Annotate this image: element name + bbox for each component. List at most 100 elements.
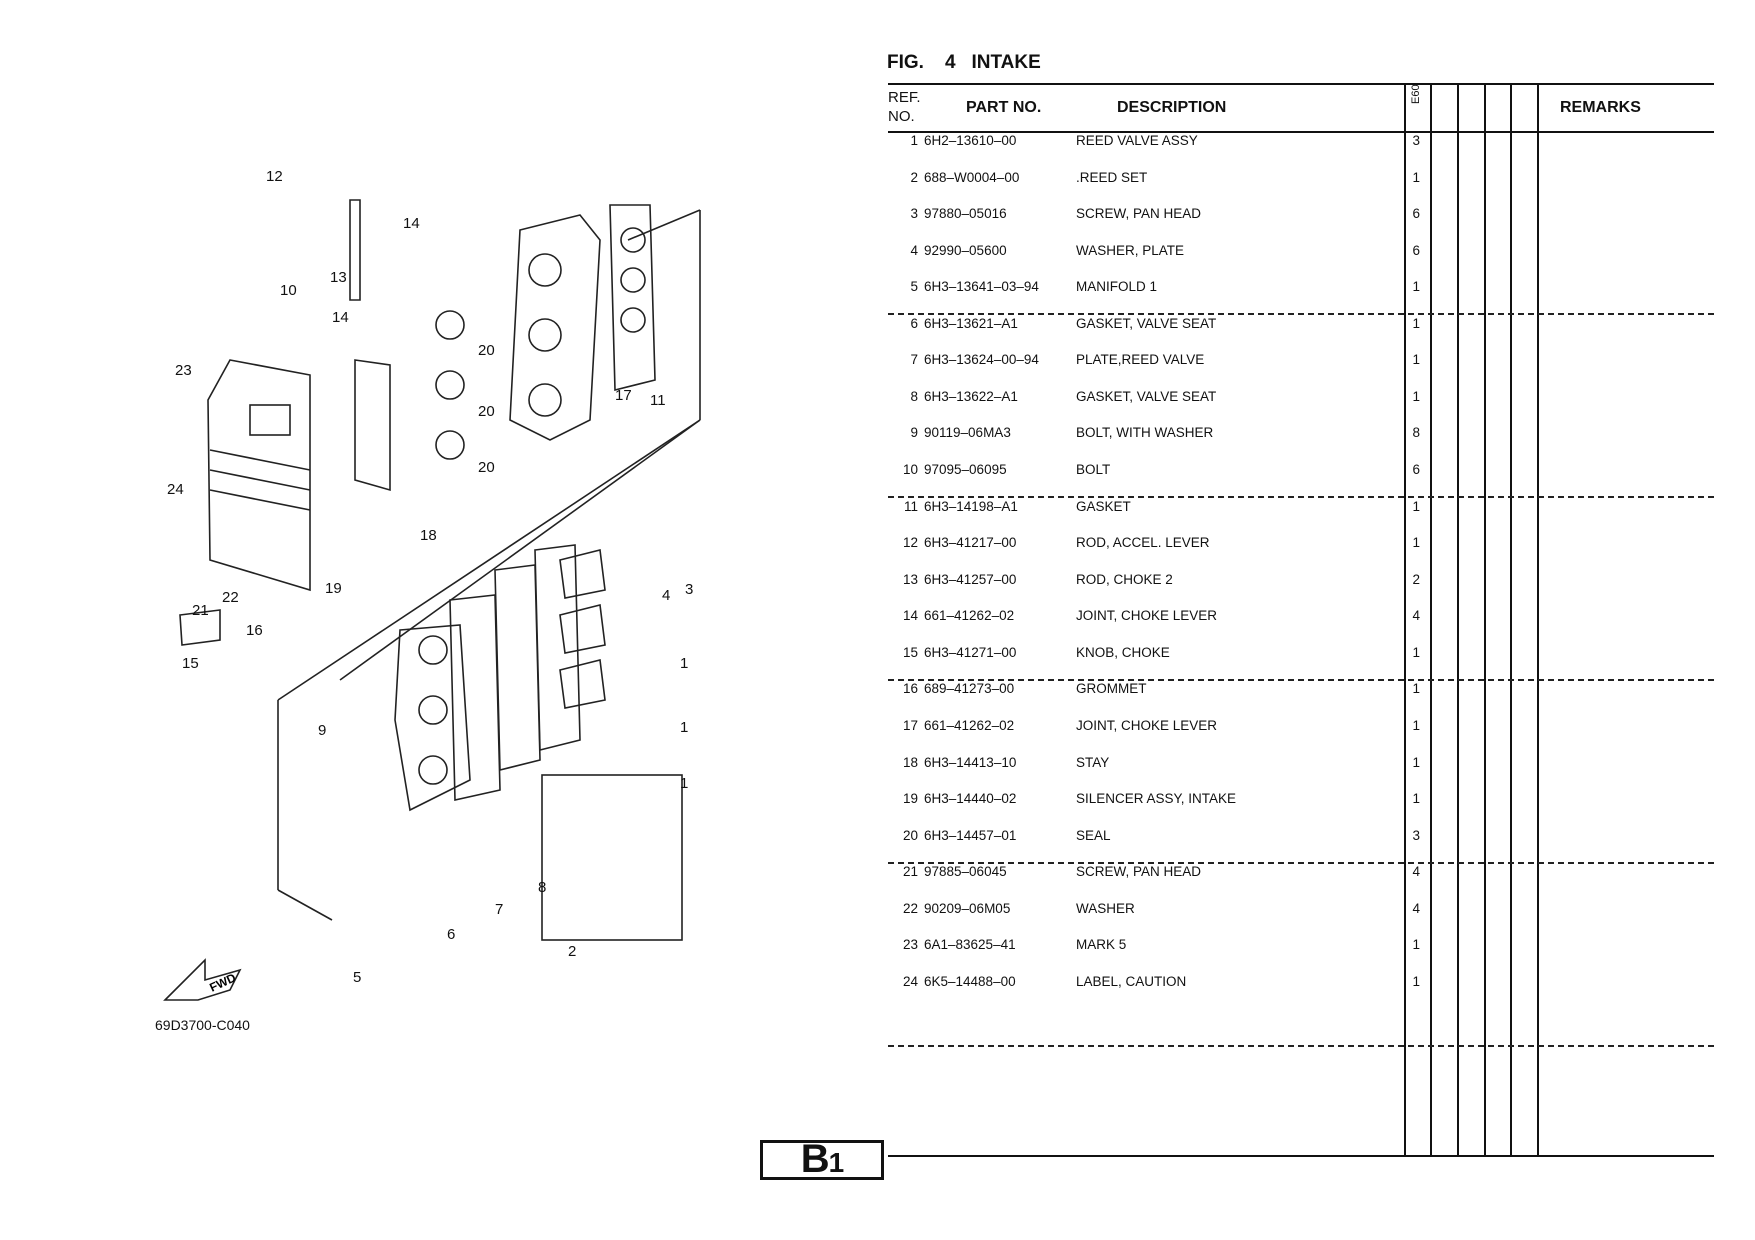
header-top-rule [888, 83, 1714, 85]
row-description: PLATE,REED VALVE [1076, 352, 1205, 367]
row-description: SEAL [1076, 828, 1111, 843]
header-description: DESCRIPTION [1117, 99, 1227, 116]
group-separator [888, 1045, 1714, 1047]
row-part-no: 6K5–14488–00 [924, 974, 1016, 989]
row-qty: 1 [1412, 645, 1420, 660]
callout: 2 [568, 943, 576, 960]
row-ref: 2 [910, 170, 918, 185]
row-part-no: 6H3–14413–10 [924, 755, 1017, 770]
row-qty: 4 [1412, 864, 1420, 879]
row-ref: 5 [910, 279, 918, 294]
row-part-no: 92990–05600 [924, 243, 1007, 258]
column-divider [1457, 83, 1459, 1155]
row-ref: 13 [902, 572, 918, 587]
row-ref: 20 [902, 828, 918, 843]
row-part-no: 6A1–83625–41 [924, 937, 1016, 952]
row-qty: 3 [1412, 133, 1420, 148]
header-remarks: REMARKS [1560, 99, 1641, 116]
row-ref: 11 [903, 499, 918, 514]
row-description: BOLT, WITH WASHER [1076, 425, 1214, 440]
callout: 8 [538, 879, 546, 896]
row-qty: 6 [1412, 243, 1420, 258]
row-part-no: 6H3–41257–00 [924, 572, 1017, 587]
callout: 18 [420, 527, 437, 544]
header-part-no: PART NO. [966, 99, 1042, 116]
row-qty: 1 [1412, 170, 1420, 185]
diagram-code: 69D3700-C040 [155, 1017, 250, 1033]
figure-title: FIG. 4 INTAKE [887, 52, 1041, 73]
row-qty: 6 [1412, 206, 1420, 221]
row-qty: 8 [1412, 425, 1420, 440]
row-ref: 1 [910, 133, 918, 148]
silencer-drawing [207, 199, 391, 592]
row-ref: 22 [902, 901, 918, 916]
row-part-no: 6H3–13641–03–94 [924, 279, 1039, 294]
row-description: MARK 5 [1076, 937, 1127, 952]
group-separator [888, 862, 1714, 864]
row-part-no: 688–W0004–00 [924, 170, 1020, 185]
row-ref: 23 [902, 937, 918, 952]
row-description: GASKET, VALVE SEAT [1076, 389, 1217, 404]
row-qty: 1 [1412, 755, 1420, 770]
row-ref: 9 [910, 425, 918, 440]
row-qty: 1 [1412, 352, 1420, 367]
header-model: E60 [1410, 84, 1422, 104]
row-description: GROMMET [1076, 681, 1147, 696]
row-description: SCREW, PAN HEAD [1076, 864, 1202, 879]
callout: 20 [478, 342, 495, 359]
row-qty: 1 [1412, 681, 1420, 696]
row-qty: 1 [1412, 535, 1420, 550]
row-qty: 1 [1412, 974, 1420, 989]
row-ref: 7 [910, 352, 918, 367]
callout: 24 [167, 481, 184, 498]
callout: 17 [615, 387, 632, 404]
row-qty: 3 [1412, 828, 1420, 843]
row-part-no: 90119–06MA3 [924, 425, 1011, 440]
row-part-no: 6H3–13621–A1 [924, 316, 1018, 331]
callout: 1 [680, 719, 688, 736]
column-divider [1404, 83, 1406, 1155]
callout-labels: 1 1 1 2 3 4 5 6 7 8 9 10 11 12 13 14 14 … [167, 168, 693, 986]
page-tab-letter: B [800, 1137, 830, 1181]
callout: 14 [332, 309, 349, 326]
row-description: .REED SET [1076, 170, 1148, 185]
gasket-drawing [179, 544, 683, 941]
row-qty: 4 [1412, 901, 1420, 916]
row-description: BOLT [1076, 462, 1111, 477]
row-part-no: 6H2–13610–00 [924, 133, 1017, 148]
row-ref: 12 [902, 535, 918, 550]
header-no: NO. [888, 108, 915, 125]
column-divider [1537, 83, 1539, 1155]
row-description: ROD, ACCEL. LEVER [1076, 535, 1210, 550]
row-description: GASKET, VALVE SEAT [1076, 316, 1217, 331]
group-separator [888, 313, 1714, 315]
row-part-no: 6H3–13622–A1 [924, 389, 1018, 404]
row-part-no: 97880–05016 [924, 206, 1007, 221]
row-ref: 24 [902, 974, 918, 989]
row-part-no: 6H3–13624–00–94 [924, 352, 1039, 367]
column-divider [1484, 83, 1486, 1155]
row-description: JOINT, CHOKE LEVER [1076, 608, 1218, 623]
row-description: SILENCER ASSY, INTAKE [1076, 791, 1237, 806]
fwd-arrow-icon: FWD [163, 958, 242, 1001]
page-tab-number: 1 [828, 1147, 845, 1178]
callout: 3 [685, 581, 693, 598]
callout: 9 [318, 722, 326, 739]
row-qty: 1 [1412, 389, 1420, 404]
row-description: KNOB, CHOKE [1076, 645, 1170, 660]
row-description: STAY [1076, 755, 1110, 770]
callout: 1 [680, 655, 688, 672]
callout: 20 [478, 403, 495, 420]
column-divider [1510, 83, 1512, 1155]
row-description: WASHER [1076, 901, 1135, 916]
row-part-no: 6H3–14457–01 [924, 828, 1017, 843]
row-ref: 10 [902, 462, 918, 477]
callout: 5 [353, 969, 361, 986]
header-bottom-rule [888, 131, 1714, 133]
page-tab: B1 [760, 1137, 884, 1182]
row-ref: 17 [902, 718, 918, 733]
callout: 20 [478, 459, 495, 476]
callout: 11 [650, 392, 666, 409]
row-ref: 3 [910, 206, 918, 221]
callout: 10 [280, 282, 297, 299]
